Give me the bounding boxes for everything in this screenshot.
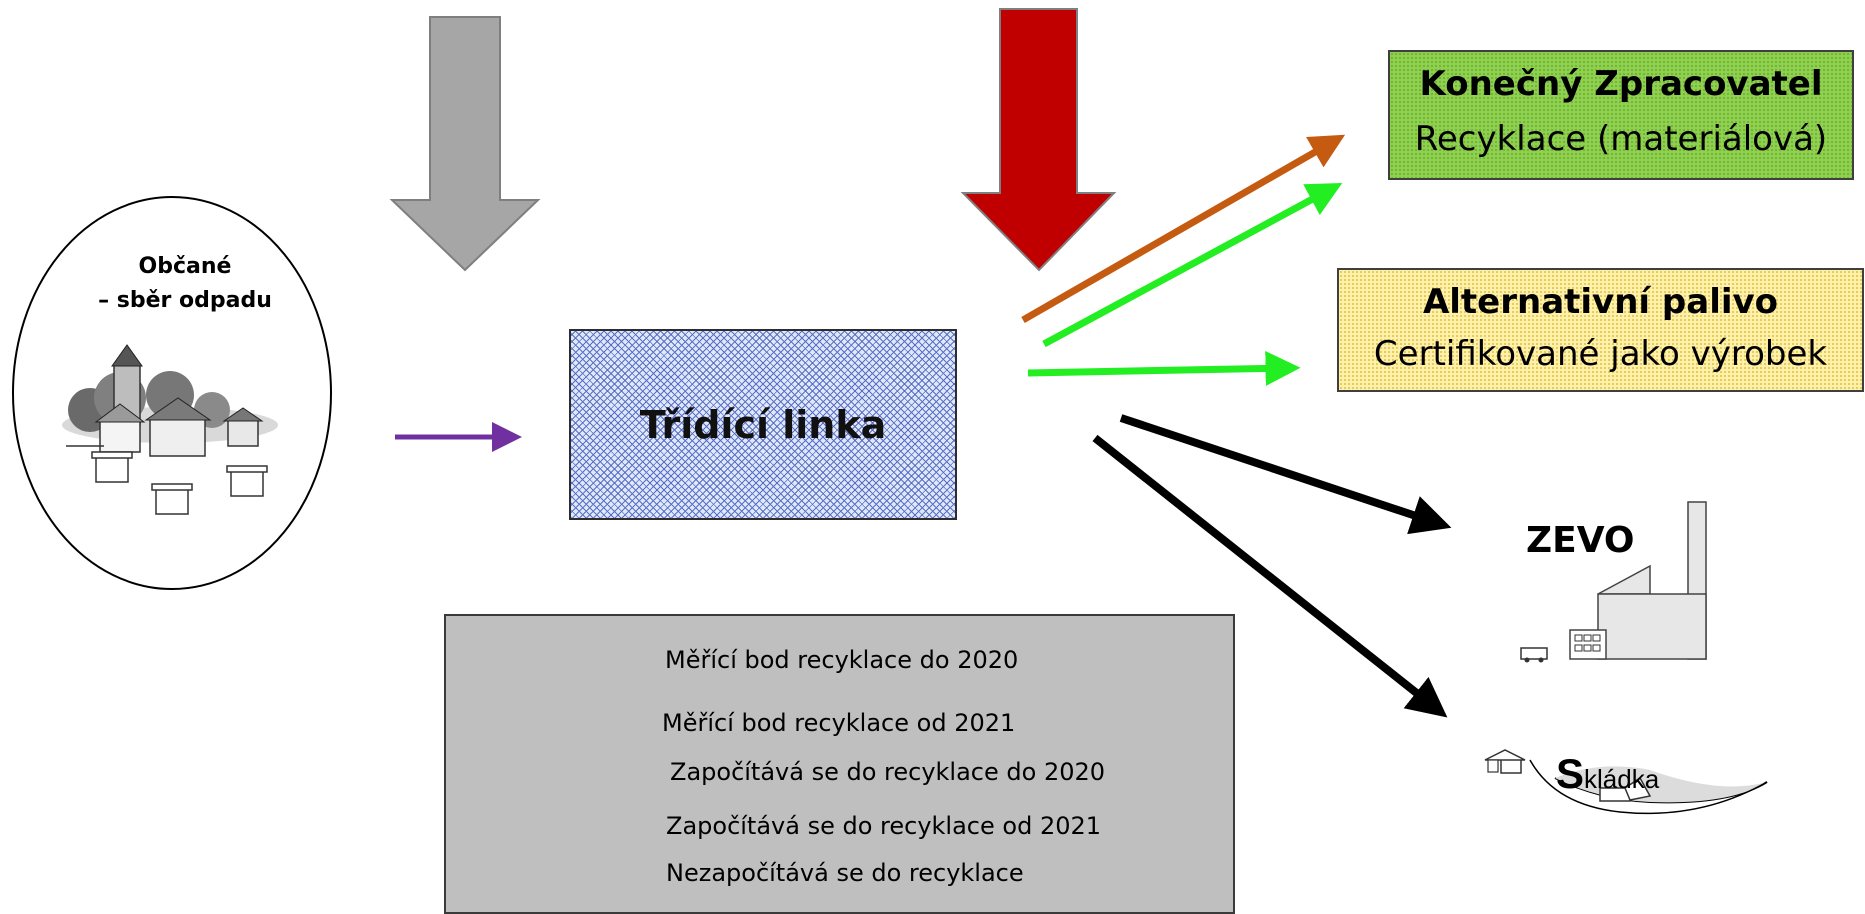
- legend-item-grey: Měřící bod recyklace do 2020: [665, 646, 1019, 674]
- incinerator-icon: [1520, 501, 1707, 663]
- landfill-initial: S: [1556, 750, 1585, 797]
- legend-item-green: Započítává se do recyklace do 2020: [670, 758, 1106, 786]
- red-measure-arrow: [960, 8, 1117, 272]
- alternative-fuel-subtitle: Certifikované jako výrobek: [1373, 334, 1828, 374]
- black-arrow-to-landfill: [1092, 434, 1448, 718]
- green-arrow-to-processor: [1042, 183, 1343, 348]
- citizens-line1: Občané: [138, 254, 232, 279]
- zevo-label: ZEVO: [1526, 520, 1635, 561]
- citizens-line2: – sběr odpadu: [98, 288, 272, 313]
- sorting-line-box: Třídící linka: [569, 329, 957, 520]
- legend-item-orange: Započítává se do recyklace od 2021: [666, 812, 1102, 840]
- landfill-rest: kládka: [1584, 764, 1660, 794]
- black-arrow-to-zevo: [1119, 414, 1452, 535]
- final-processor-box: Konečný Zpracovatel Recyklace (materiálo…: [1388, 50, 1854, 180]
- sorting-line-label: Třídící linka: [639, 402, 887, 447]
- grey-measure-arrow: [389, 16, 541, 272]
- alternative-fuel-title: Alternativní palivo: [1422, 282, 1779, 322]
- landfill-icon: [1484, 749, 1768, 815]
- legend-item-red: Měřící bod recyklace od 2021: [662, 709, 1016, 737]
- village-icon: [62, 344, 278, 515]
- landfill-label: Skládka: [1556, 750, 1659, 798]
- citizens-title: Občané – sběr odpadu: [60, 250, 310, 318]
- orange-arrow-to-processor: [1021, 134, 1346, 324]
- alternative-fuel-box: Alternativní palivo Certifikované jako v…: [1337, 268, 1864, 392]
- legend-box: [444, 614, 1235, 914]
- legend-item-black: Nezapočítává se do recyklace: [666, 859, 1024, 887]
- final-processor-title: Konečný Zpracovatel: [1419, 64, 1823, 104]
- green-arrow-to-fuel: [1027, 350, 1301, 386]
- final-processor-subtitle: Recyklace (materiálová): [1414, 119, 1828, 159]
